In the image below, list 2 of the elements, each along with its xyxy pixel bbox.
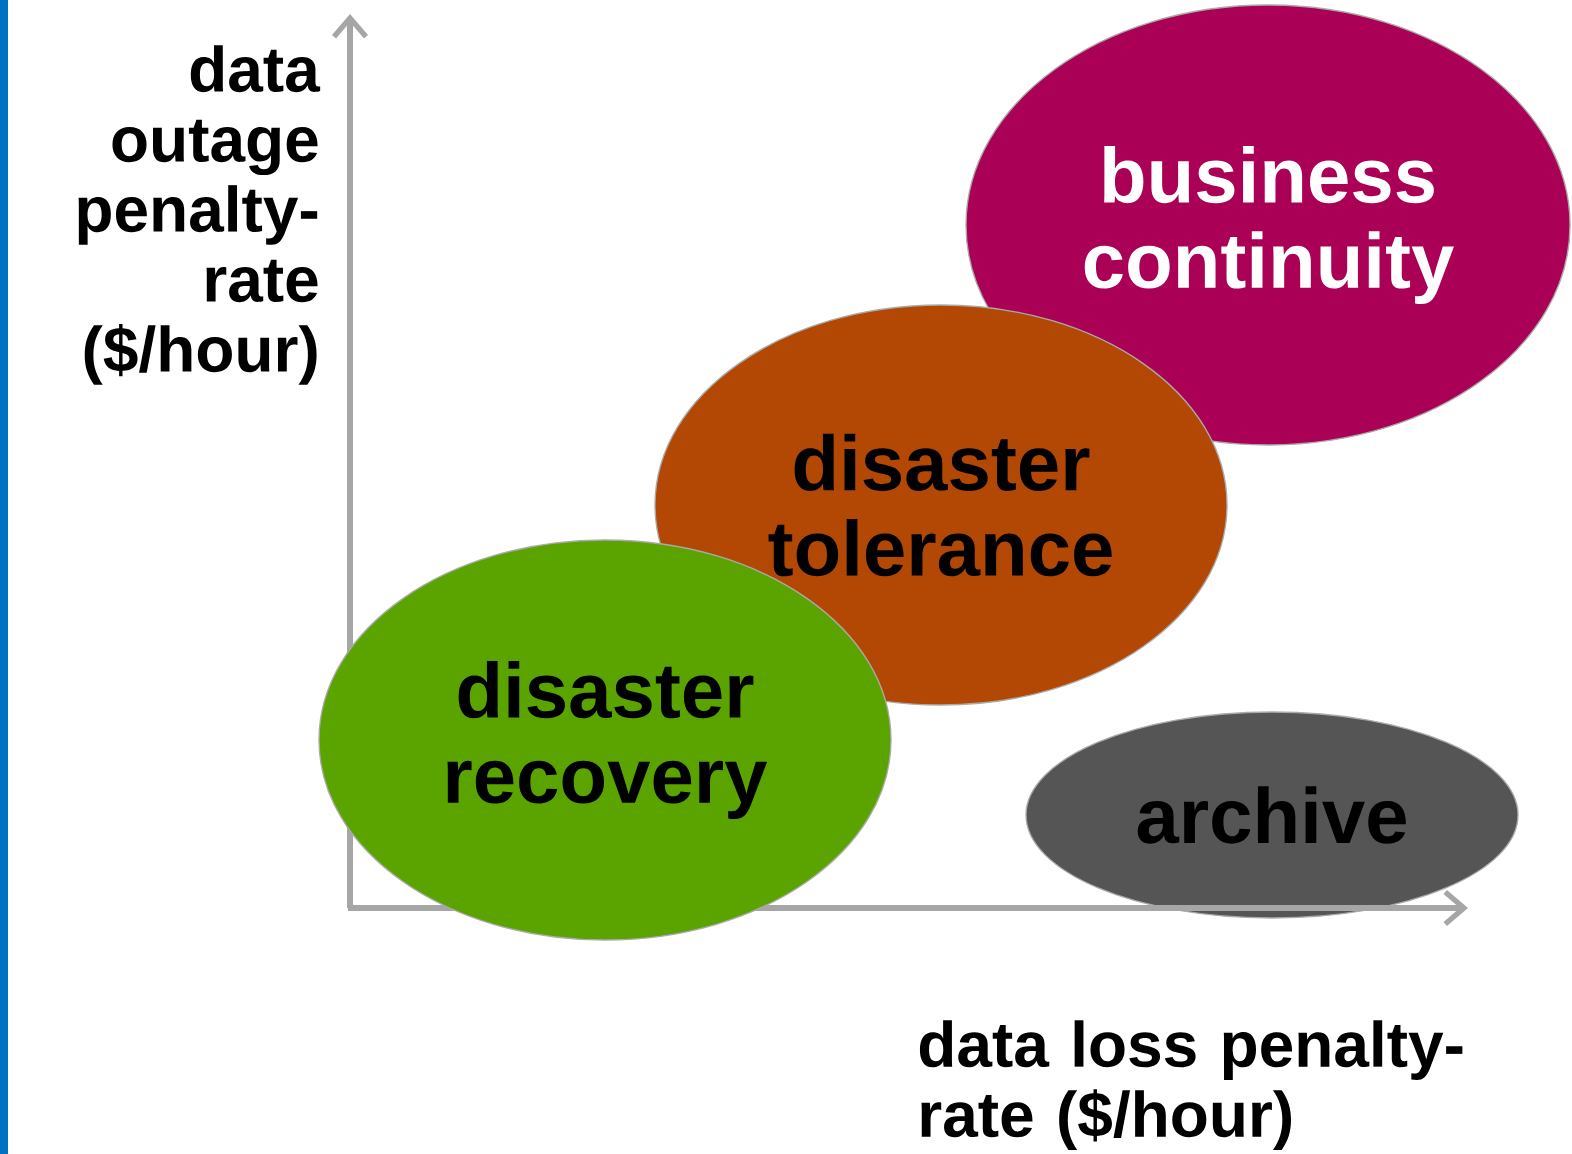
axis-label: data loss penalty-rate ($/hour) <box>919 1020 1463 1150</box>
axis-label: data outage penalty-rate ($/hour) <box>78 45 321 385</box>
